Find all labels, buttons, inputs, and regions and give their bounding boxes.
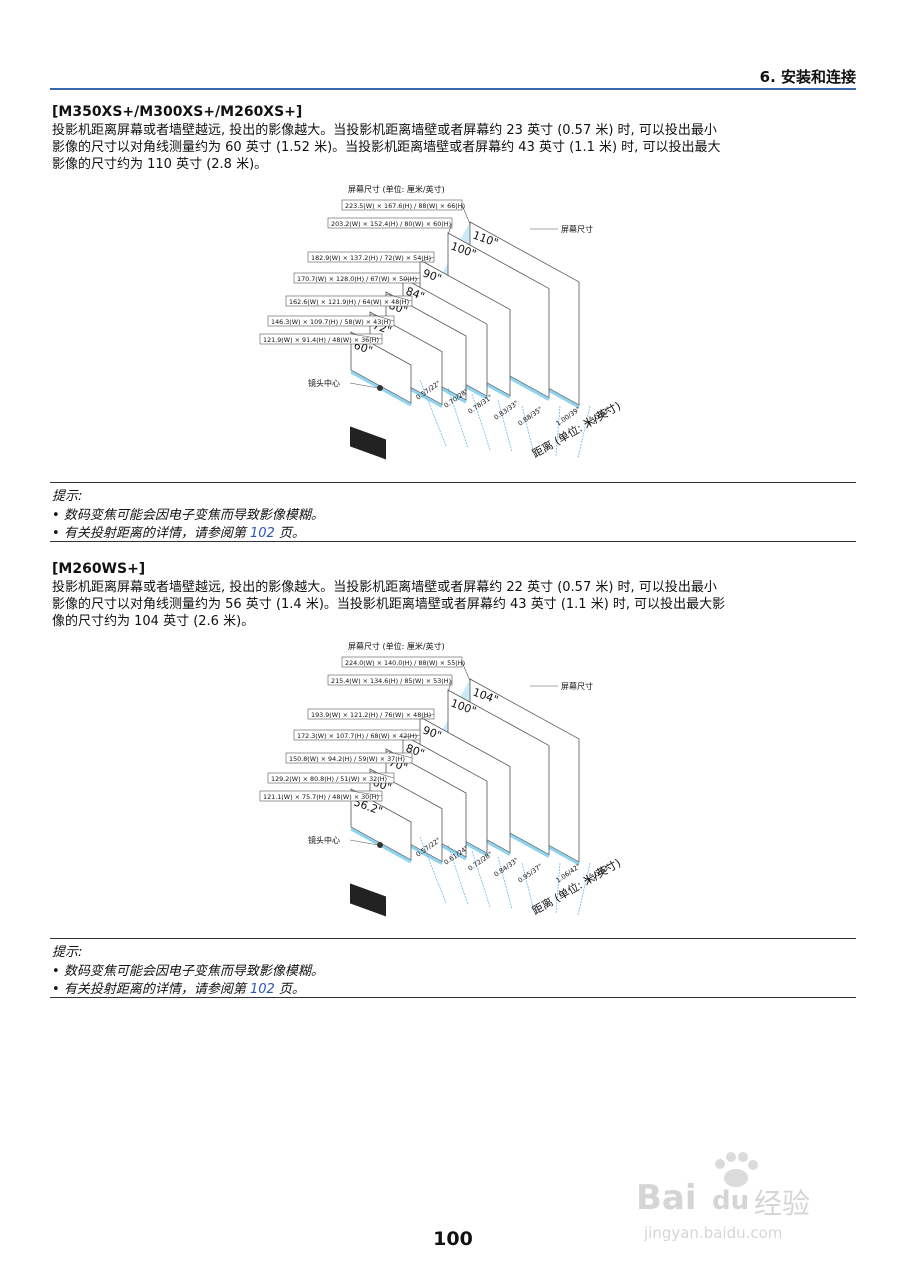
dimension-leader	[419, 256, 435, 263]
tip-text: 有关投射距离的详情，请参阅第	[63, 526, 250, 541]
screen-size-header: 屏幕尺寸 (单位: 厘米/英寸)	[348, 641, 445, 651]
paragraph-line: 影像的尺寸以对角线测量约为 60 英寸 (1.52 米)。当投影机距离墙壁或者屏…	[52, 140, 721, 155]
section-title: [M260WS+]	[52, 561, 146, 577]
watermark-brand: du	[712, 1186, 750, 1216]
section-title: [M350XS+/M300XS+/M260XS+]	[52, 104, 303, 120]
dimension-leader	[447, 679, 453, 693]
page-link[interactable]: 102	[249, 526, 275, 541]
section-paragraph: 投影机距离屏幕或者墙壁越远, 投出的影像越大。当投影机距离墙壁或者屏幕约 23 …	[52, 122, 858, 173]
chapter-title: 6. 安装和连接	[759, 68, 856, 86]
header-rule	[50, 88, 856, 90]
dimension-leader	[461, 204, 471, 225]
lens-dot	[377, 385, 383, 391]
paragraph-line: 影像的尺寸以对角线测量约为 56 英寸 (1.4 米)。当投影机距离墙壁或者屏幕…	[52, 597, 726, 612]
lens-leader	[349, 839, 379, 846]
dimension-leader	[350, 790, 383, 797]
lens-center-label: 镜头中心	[308, 378, 340, 388]
paw-icon	[715, 1152, 758, 1187]
watermark-brand: Bai	[636, 1178, 697, 1218]
dimension-leader	[369, 313, 395, 322]
distance-label: 0.72/28"	[467, 850, 494, 873]
page-number: 100	[433, 1228, 473, 1250]
distance-line	[555, 862, 561, 914]
tip-text: 数码变焦可能会因电子变焦而导致影像模糊。	[63, 964, 324, 979]
dimension-leader	[350, 333, 383, 340]
distance-line	[471, 393, 491, 451]
distance-line	[471, 850, 491, 908]
distance-label: 0.84/33"	[493, 856, 520, 879]
distance-line	[521, 405, 535, 455]
screen-size-header: 屏幕尺寸 (单位: 厘米/英寸)	[348, 184, 445, 194]
dimension-label: 193.9(W) × 121.2(H) / 76(W) × 48(H)	[311, 711, 431, 719]
paragraph-line: 影像的尺寸约为 110 英寸 (2.8 米)。	[52, 157, 268, 172]
screen-panel	[350, 331, 412, 404]
tip-item: • 数码变焦可能会因电子变焦而导致影像模糊。	[52, 964, 324, 979]
dimension-leader	[461, 661, 471, 682]
tip-rule-top	[50, 482, 856, 483]
tip-text: 数码变焦可能会因电子变焦而导致影像模糊。	[63, 508, 324, 523]
dimension-label: 224.0(W) × 140.0(H) / 88(W) × 55(H)	[345, 659, 465, 667]
paragraph-line: 像的尺寸约为 104 英寸 (2.6 米)。	[52, 614, 255, 629]
distance-label: 0.78/31"	[467, 393, 494, 416]
dimension-label: 162.6(W) × 121.9(H) / 64(W) × 48(H)	[289, 298, 409, 306]
screen-size-label: 90"	[421, 724, 443, 743]
section-paragraph: 投影机距离屏幕或者墙壁越远, 投出的影像越大。当投影机距离墙壁或者屏幕约 22 …	[52, 579, 858, 630]
dimension-leader	[402, 734, 421, 738]
tip-rule-bottom	[50, 997, 856, 998]
watermark-url: jingyan.baidu.com	[644, 1224, 783, 1242]
screen-size-label: 屏幕尺寸	[561, 224, 593, 234]
screen-panel	[350, 788, 412, 861]
tip-item: • 有关投射距离的详情，请参阅第 102 页。	[52, 982, 305, 997]
dimension-label: 182.9(W) × 137.2(H) / 72(W) × 54(H)	[311, 254, 431, 262]
dimension-leader	[402, 277, 421, 281]
dimension-label: 203.2(W) × 152.4(H) / 80(W) × 60(H)	[331, 220, 451, 228]
dimension-leader	[369, 770, 395, 779]
projector-body	[350, 883, 386, 917]
dimension-leader	[447, 222, 453, 236]
tip-item: • 有关投射距离的详情，请参阅第 102 页。	[52, 526, 305, 541]
dimension-leader	[385, 293, 413, 302]
tip-text: 页。	[274, 982, 305, 997]
throw-distance-diagram: 104"100"90"80"70"60"56.2"224.0(W) × 140.…	[259, 641, 623, 918]
distance-line	[521, 862, 535, 912]
dimension-label: 121.1(W) × 75.7(H) / 48(W) × 30(H)	[263, 793, 379, 801]
dimension-label: 121.9(W) × 91.4(H) / 48(W) × 36(H)	[263, 336, 379, 344]
distance-label: 0.83/33"	[493, 399, 520, 422]
lens-dot	[377, 842, 383, 848]
dimension-label: 170.7(W) × 128.0(H) / 67(W) × 50(H)	[297, 275, 417, 283]
dimension-leader	[385, 750, 413, 759]
dimension-label: 172.3(W) × 107.7(H) / 68(W) × 42(H)	[297, 732, 417, 740]
distance-label: 0.88/35"	[517, 405, 544, 428]
screen-size-label: 90"	[421, 267, 443, 286]
lens-center-label: 镜头中心	[308, 835, 340, 845]
screen-size-label: 屏幕尺寸	[561, 681, 593, 691]
distance-label: 0.95/37"	[517, 862, 544, 885]
tip-text: 页。	[274, 526, 305, 541]
projector-body	[350, 426, 386, 460]
dimension-label: 146.3(W) × 109.7(H) / 58(W) × 43(H)	[271, 318, 391, 326]
tip-title: 提示:	[52, 489, 83, 504]
throw-distance-diagram: 110"100"90"84"80"72"60"223.5(W) × 167.6(…	[259, 184, 623, 461]
baidu-watermark: Bai du 经验 jingyan.baidu.com	[636, 1150, 866, 1250]
paragraph-line: 投影机距离屏幕或者墙壁越远, 投出的影像越大。当投影机距离墙壁或者屏幕约 23 …	[52, 123, 717, 138]
distance-line	[447, 844, 469, 906]
dimension-label: 129.2(W) × 80.8(H) / 51(W) × 32(H)	[271, 775, 387, 783]
watermark-brand: 经验	[754, 1187, 811, 1220]
distance-line	[555, 405, 561, 457]
dimension-label: 223.5(W) × 167.6(H) / 88(W) × 66(H)	[345, 202, 465, 210]
paragraph-line: 投影机距离屏幕或者墙壁越远, 投出的影像越大。当投影机距离墙壁或者屏幕约 22 …	[52, 580, 717, 595]
tip-text: 有关投射距离的详情，请参阅第	[63, 982, 250, 997]
distance-line	[447, 387, 469, 449]
page-link[interactable]: 102	[249, 982, 275, 997]
tip-title: 提示:	[52, 945, 83, 960]
dimension-label: 215.4(W) × 134.6(H) / 85(W) × 53(H)	[331, 677, 451, 685]
lens-leader	[349, 382, 379, 389]
tip-rule-bottom	[50, 541, 856, 542]
dimension-leader	[419, 713, 435, 720]
dimension-label: 150.8(W) × 94.2(H) / 59(W) × 37(H)	[289, 755, 405, 763]
tip-rule-top	[50, 938, 856, 939]
tip-item: • 数码变焦可能会因电子变焦而导致影像模糊。	[52, 508, 324, 523]
